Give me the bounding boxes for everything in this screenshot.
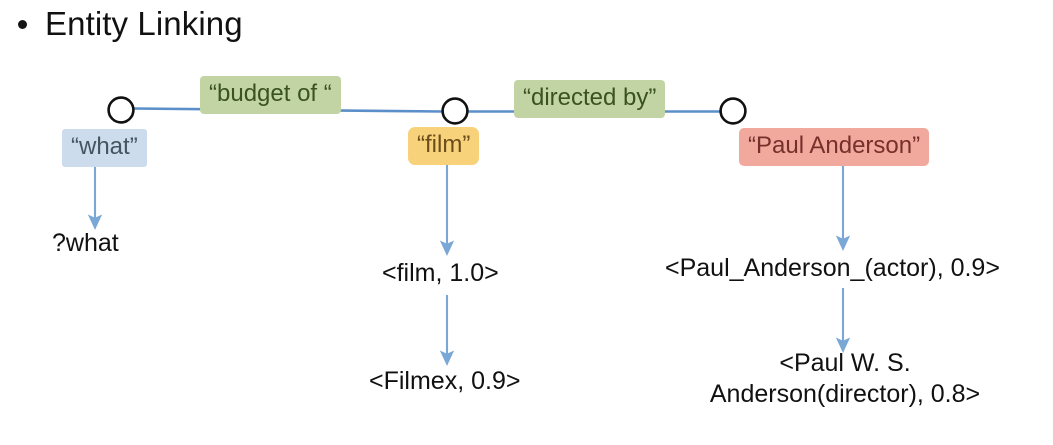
- mention-what[interactable]: “what”: [62, 129, 147, 167]
- result-paul-level2-line1: <Paul W. S.: [779, 349, 911, 377]
- result-film-level1: <film, 1.0>: [382, 259, 499, 287]
- edge-label-directed-by[interactable]: “directed by”: [514, 80, 666, 118]
- result-paul-level2: <Paul W. S. Anderson(director), 0.8>: [700, 348, 990, 409]
- result-film-level2: <Filmex, 0.9>: [369, 367, 521, 395]
- edge-label-budget-of[interactable]: “budget of “: [200, 76, 341, 114]
- result-paul-level1: <Paul_Anderson_(actor), 0.9>: [665, 254, 1000, 282]
- bullet-icon: [18, 20, 27, 29]
- node-film[interactable]: [441, 97, 469, 125]
- mention-film[interactable]: “film”: [408, 127, 480, 165]
- page-title: Entity Linking: [45, 5, 243, 42]
- slide-title-row: Entity Linking: [18, 5, 243, 42]
- node-paul-anderson[interactable]: [719, 97, 747, 125]
- node-what[interactable]: [107, 96, 135, 124]
- mention-paul-anderson[interactable]: “Paul Anderson”: [739, 128, 930, 166]
- result-paul-level2-line2: Anderson(director), 0.8>: [709, 379, 981, 408]
- result-what-variable: ?what: [52, 229, 119, 257]
